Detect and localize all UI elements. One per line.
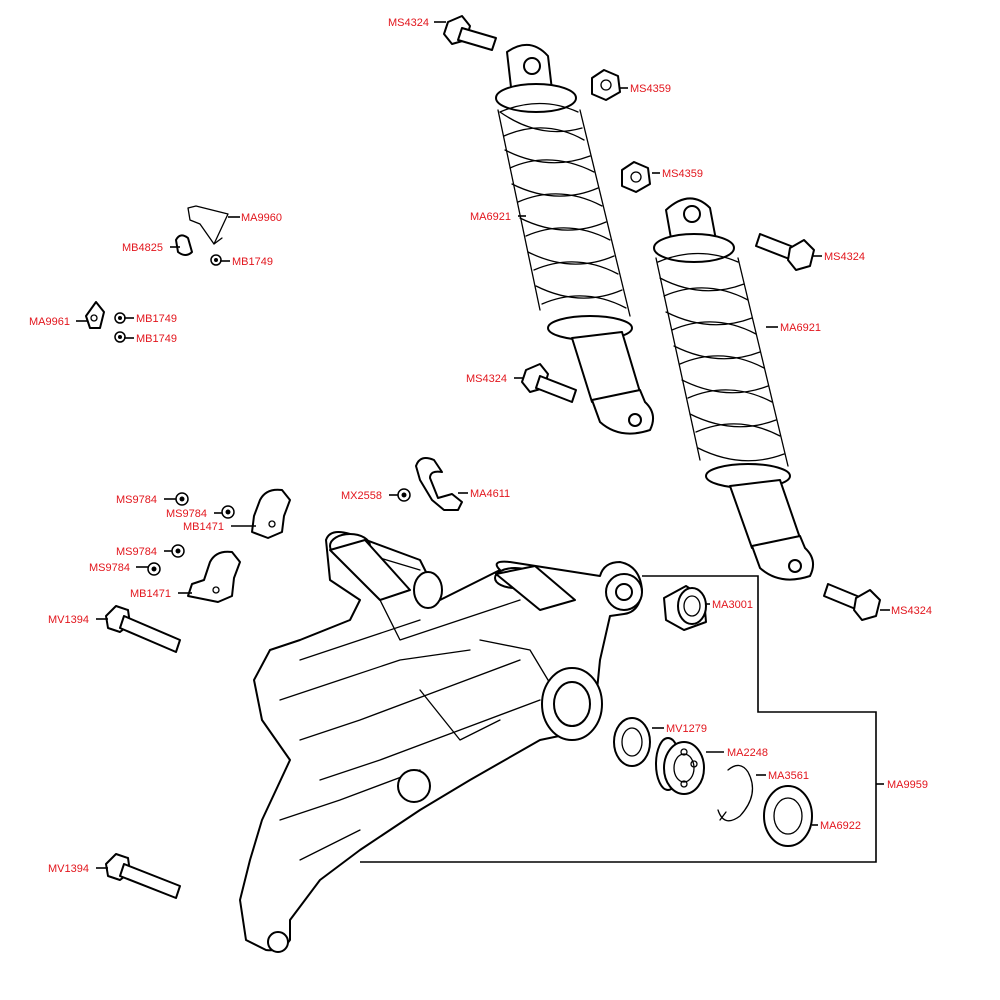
seal-mv1279[interactable] bbox=[613, 717, 651, 767]
swing-arm[interactable] bbox=[239, 531, 643, 953]
bolt-mv1394-a[interactable] bbox=[105, 605, 181, 653]
label-ma9959: MA9959 bbox=[887, 779, 928, 791]
bracket-ma9960[interactable] bbox=[187, 205, 229, 245]
label-mv1279: MV1279 bbox=[666, 723, 707, 735]
shock-absorber-left[interactable] bbox=[495, 44, 655, 435]
callout-bracket-ma9959 bbox=[360, 575, 877, 863]
label-ma2248: MA2248 bbox=[727, 747, 768, 759]
leader-lines bbox=[76, 21, 890, 869]
label-mb1749-a: MB1749 bbox=[232, 256, 273, 268]
screw-ms9784-a[interactable] bbox=[175, 492, 189, 506]
nut-ms4359-b[interactable] bbox=[621, 161, 651, 193]
label-ms4324-low: MS4324 bbox=[891, 605, 932, 617]
nut-ms4359-a[interactable] bbox=[591, 69, 621, 101]
shock-absorber-right[interactable] bbox=[653, 197, 815, 581]
label-ms4324-mid: MS4324 bbox=[466, 373, 507, 385]
label-mb1471-a: MB1471 bbox=[183, 521, 224, 533]
label-mb4825: MB4825 bbox=[122, 242, 163, 254]
bolt-ms4324-mid[interactable] bbox=[521, 363, 577, 403]
clamp-mb1471-b[interactable] bbox=[187, 550, 241, 603]
clip-mb4825[interactable] bbox=[175, 234, 193, 256]
bearing-ma2248[interactable] bbox=[655, 737, 705, 795]
label-ma3561: MA3561 bbox=[768, 770, 809, 782]
bushing-ma3001[interactable] bbox=[663, 585, 707, 631]
label-mb1749-c: MB1749 bbox=[136, 333, 177, 345]
screw-ms9784-d[interactable] bbox=[147, 562, 161, 576]
label-ms9784-d: MS9784 bbox=[89, 562, 130, 574]
seal-ma6922[interactable] bbox=[763, 785, 813, 847]
label-ms9784-a: MS9784 bbox=[116, 494, 157, 506]
label-mb1749-b: MB1749 bbox=[136, 313, 177, 325]
label-ma9960: MA9960 bbox=[241, 212, 282, 224]
bolt-ms4324-low[interactable] bbox=[823, 583, 881, 621]
label-mb1471-b: MB1471 bbox=[130, 588, 171, 600]
bolt-ms4324-top[interactable] bbox=[443, 15, 497, 51]
screw-mb1749-a[interactable] bbox=[210, 254, 222, 266]
label-mx2558: MX2558 bbox=[341, 490, 382, 502]
label-ms4324-right: MS4324 bbox=[824, 251, 865, 263]
label-ma4611: MA4611 bbox=[470, 488, 510, 500]
bolt-mv1394-b[interactable] bbox=[105, 853, 181, 899]
bracket-ma9961[interactable] bbox=[85, 301, 105, 329]
label-ma9961: MA9961 bbox=[29, 316, 70, 328]
label-ma6921-b: MA6921 bbox=[780, 322, 821, 334]
screw-mb1749-c[interactable] bbox=[114, 331, 126, 343]
screw-ms9784-b[interactable] bbox=[221, 505, 235, 519]
screw-ms9784-c[interactable] bbox=[171, 544, 185, 558]
label-mv1394-a: MV1394 bbox=[48, 614, 89, 626]
screw-mb1749-b[interactable] bbox=[114, 312, 126, 324]
bolt-ms4324-right[interactable] bbox=[755, 233, 815, 271]
circlip-ma3561[interactable] bbox=[717, 764, 754, 822]
label-ma3001: MA3001 bbox=[712, 599, 753, 611]
label-ms4324-top: MS4324 bbox=[388, 17, 429, 29]
clamp-ma4611[interactable] bbox=[415, 457, 463, 511]
label-ma6922: MA6922 bbox=[820, 820, 861, 832]
label-ms9784-b: MS9784 bbox=[166, 508, 207, 520]
label-ma6921-a: MA6921 bbox=[470, 211, 511, 223]
part-labels: MS4324 MS4359 MS4359 MA9960 MB4825 MB174… bbox=[29, 17, 932, 875]
clamp-mb1471-a[interactable] bbox=[251, 488, 291, 539]
label-ms9784-c: MS9784 bbox=[116, 546, 157, 558]
screw-mx2558[interactable] bbox=[397, 488, 411, 502]
label-ms4359-b: MS4359 bbox=[662, 168, 703, 180]
label-ms4359-a: MS4359 bbox=[630, 83, 671, 95]
label-mv1394-b: MV1394 bbox=[48, 863, 89, 875]
